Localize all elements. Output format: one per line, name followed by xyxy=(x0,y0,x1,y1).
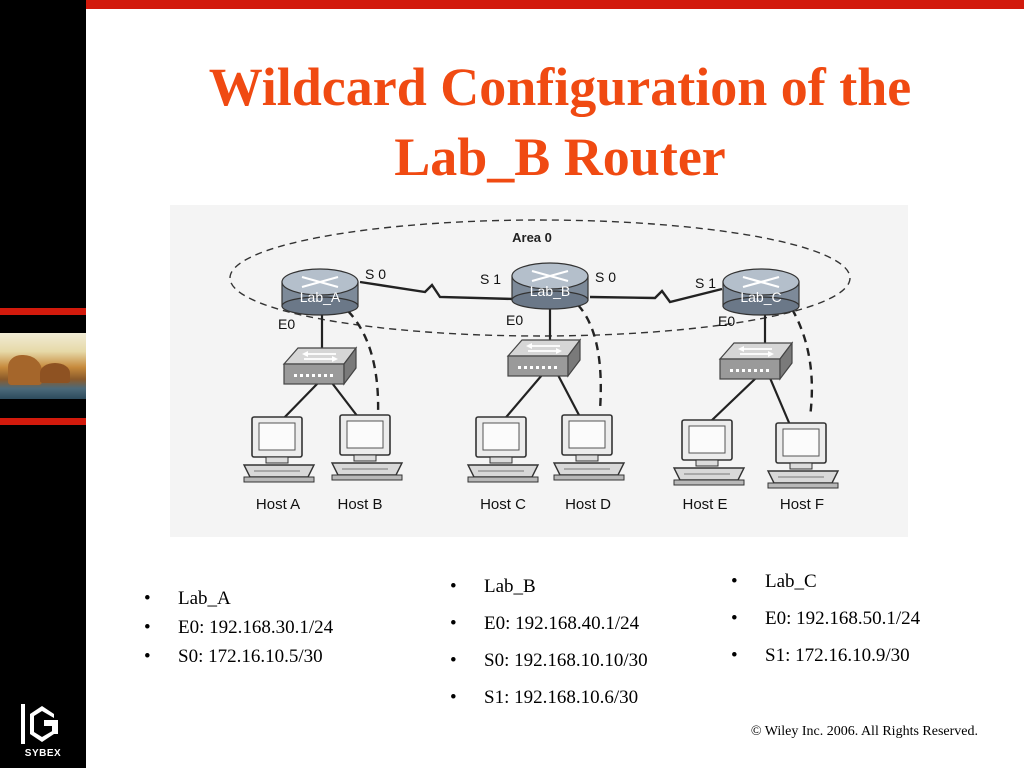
sybex-logo-mark xyxy=(21,704,58,744)
router-lab-c: Lab_C xyxy=(722,268,800,316)
router-label: Lab_A xyxy=(300,289,341,305)
bullet-list-lab-b: Lab_B E0: 192.168.40.1/24 S0: 192.168.10… xyxy=(446,568,648,716)
bullet-item: S1: 192.168.10.6/30 xyxy=(446,679,648,716)
sybex-logo-text: SYBEX xyxy=(24,748,62,759)
bullet-list-lab-c: Lab_C E0: 192.168.50.1/24 S1: 172.16.10.… xyxy=(727,563,920,674)
bullet-item: S0: 192.168.10.10/30 xyxy=(446,642,648,679)
host-label: Host A xyxy=(256,496,300,513)
host-label: Host E xyxy=(682,496,727,513)
host-label: Host F xyxy=(780,496,824,513)
sidebar-red-band-bottom xyxy=(0,418,86,425)
host-pc-icon xyxy=(767,422,839,489)
bullet-item: E0: 192.168.50.1/24 xyxy=(727,600,920,637)
interface-label: E0 xyxy=(278,316,295,332)
slide-title: Wildcard Configuration of the Lab_B Rout… xyxy=(110,52,1010,192)
router-lab-b: Lab_B xyxy=(511,262,589,310)
host-pc-icon xyxy=(331,414,403,481)
router-label: Lab_B xyxy=(530,283,570,299)
router-label: Lab_C xyxy=(740,289,781,305)
host-pc-icon xyxy=(243,416,315,483)
host-pc-icon xyxy=(467,416,539,483)
bullet-item: E0: 192.168.30.1/24 xyxy=(140,613,333,642)
switch-icon xyxy=(719,342,793,380)
interface-label: S 1 xyxy=(480,271,501,287)
interface-label: S 1 xyxy=(695,275,716,291)
bullet-item: S1: 172.16.10.9/30 xyxy=(727,637,920,674)
interface-label: S 0 xyxy=(365,266,386,282)
host-label: Host C xyxy=(480,496,526,513)
photo-rock xyxy=(40,363,70,383)
copyright-notice: © Wiley Inc. 2006. All Rights Reserved. xyxy=(750,724,978,739)
photo-rock xyxy=(8,355,42,385)
bullet-item: S0: 172.16.10.5/30 xyxy=(140,642,333,671)
host-pc-icon xyxy=(673,419,745,486)
host-pc-icon xyxy=(553,414,625,481)
host-label: Host D xyxy=(565,496,611,513)
host-label: Host B xyxy=(337,496,382,513)
interface-label: E0 xyxy=(506,312,523,328)
switch-icon xyxy=(283,347,357,385)
sybex-logo: SYBEX xyxy=(14,700,72,762)
sidebar-red-band-top xyxy=(0,308,86,315)
slide-title-line-1: Wildcard Configuration of the xyxy=(208,57,912,117)
network-diagram: Area 0 Lab_A xyxy=(170,205,908,537)
bullet-item: Lab_A xyxy=(140,584,333,613)
interface-label: S 0 xyxy=(595,269,616,285)
top-accent-rule xyxy=(86,0,1024,9)
sidebar-photo xyxy=(0,333,86,399)
bullet-item: Lab_B xyxy=(446,568,648,605)
bullet-list-lab-a: Lab_A E0: 192.168.30.1/24 S0: 172.16.10.… xyxy=(140,584,333,671)
area-label: Area 0 xyxy=(512,230,552,245)
slide-title-line-2: Lab_B Router xyxy=(394,127,726,187)
router-lab-a: Lab_A xyxy=(281,268,359,316)
interface-label: E0 xyxy=(718,313,735,329)
switch-icon xyxy=(507,339,581,377)
bullet-item: Lab_C xyxy=(727,563,920,600)
bullet-item: E0: 192.168.40.1/24 xyxy=(446,605,648,642)
network-diagram-svg: Area 0 Lab_A xyxy=(229,219,851,513)
